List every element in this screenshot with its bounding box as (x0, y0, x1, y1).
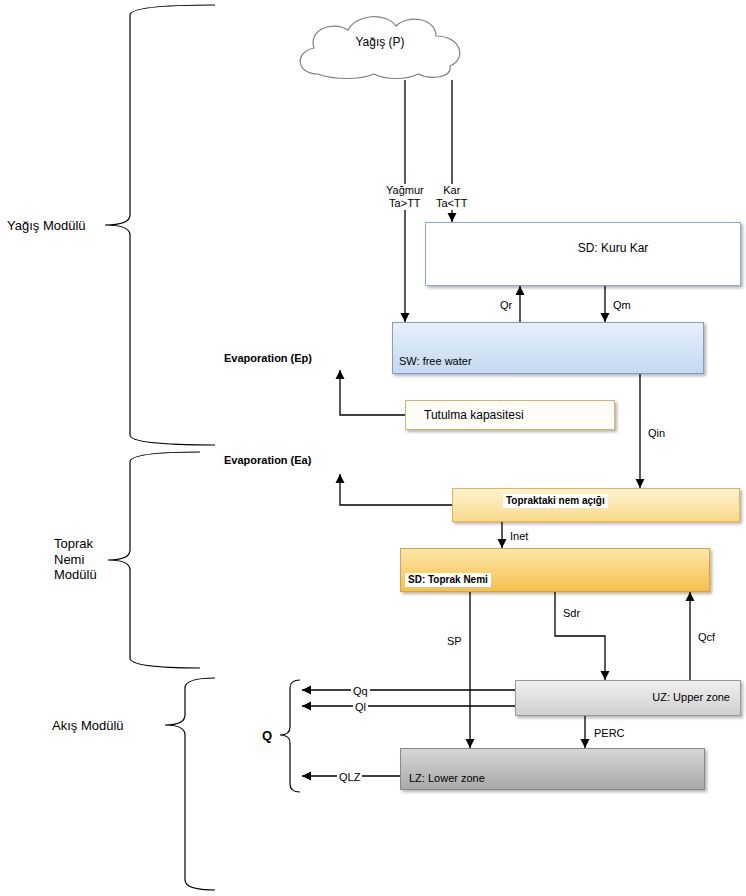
flow-label: Inet (508, 530, 530, 543)
free-water-box: SW: free water (392, 322, 704, 374)
flow-label: SP (445, 635, 464, 648)
box-label: SD: Toprak Nemi (405, 573, 491, 587)
soil-moisture-box: SD: Toprak Nemi (400, 548, 710, 592)
flow-arrow (689, 592, 690, 680)
flow-label-holder: Sdr (561, 603, 582, 621)
flow-label: Yağmur Ta>TT (384, 184, 426, 210)
outflow-arrow (302, 689, 515, 690)
module-brace (165, 678, 215, 890)
lower-zone-box: LZ: Lower zone (400, 748, 705, 790)
evaporation-label-holder: Evaporation (Ep) (222, 348, 314, 366)
outflow-label: Qq (351, 685, 370, 698)
cloud-shape (300, 17, 460, 79)
outflow-label-holder: QLZ (337, 767, 362, 785)
dry-snow-box: SD: Kuru Kar (425, 222, 741, 286)
outflow-label-holder: Qq (351, 681, 370, 699)
flow-arrow (639, 374, 640, 488)
module-label-holder: Yağış Modülü (5, 216, 88, 234)
flow-arrow (469, 592, 470, 748)
moisture-deficit-box: Topraktaki nem açığı (452, 488, 740, 522)
upper-zone-box: UZ: Upper zone (515, 680, 741, 716)
flow-label-holder: Qin (646, 423, 667, 441)
flow-arrow (555, 592, 605, 680)
box-label: SD: Kuru Kar (578, 241, 649, 255)
evaporation-arrow (340, 474, 452, 505)
cloud-label: Yağış (P) (355, 35, 404, 49)
box-label: Topraktaki nem açığı (503, 494, 608, 508)
outflow-total-label: Q (260, 728, 274, 744)
box-label: LZ: Lower zone (409, 772, 485, 785)
flow-label-holder: Kar Ta<TT (434, 184, 469, 211)
interception-box: Tutulma kapasitesi (405, 400, 615, 430)
flow-arrow (519, 286, 520, 322)
module-label: Yağış Modülü (5, 218, 88, 234)
flow-label-holder: Qcf (696, 627, 717, 645)
evaporation-arrow (340, 370, 405, 415)
module-label-holder: Akış Modülü (50, 716, 126, 734)
outflow-label-holder: Ql (353, 697, 368, 715)
flow-arrow (584, 716, 585, 748)
module-label: Akış Modülü (50, 718, 126, 734)
outflow-brace (280, 680, 300, 792)
box-label: Tutulma kapasitesi (424, 408, 524, 422)
flow-label-holder: Qr (498, 295, 514, 313)
flow-label: Kar Ta<TT (434, 184, 469, 210)
flow-label-holder: PERC (592, 723, 627, 741)
outflow-label: Ql (353, 701, 368, 714)
evaporation-label: Evaporation (Ea) (222, 454, 313, 467)
precipitation-cloud: Yağış (P) (290, 8, 470, 80)
outflow-total-label-holder: Q (260, 726, 274, 744)
box-label: UZ: Upper zone (652, 691, 730, 704)
flow-label-holder: Yağmur Ta>TT (384, 184, 426, 211)
flow-label: Qr (498, 299, 514, 312)
flow-label: PERC (592, 727, 627, 740)
flow-label: Qm (611, 299, 633, 312)
module-label: Toprak Nemi Modülü (52, 536, 99, 583)
flow-label: Qcf (696, 631, 717, 644)
flow-label: Sdr (561, 607, 582, 620)
module-label-holder: Toprak Nemi Modülü (52, 536, 99, 583)
module-brace (105, 5, 215, 445)
flow-arrow (501, 522, 502, 548)
outflow-arrow (302, 705, 515, 706)
box-label: SW: free water (399, 355, 472, 368)
flow-label-holder: Inet (508, 526, 530, 544)
flow-arrow (604, 286, 605, 322)
evaporation-label-holder: Evaporation (Ea) (222, 450, 313, 468)
outflow-label: QLZ (337, 771, 362, 784)
flow-label-holder: SP (445, 631, 464, 649)
module-brace (108, 452, 200, 668)
evaporation-label: Evaporation (Ep) (222, 352, 314, 365)
flow-label: Qin (646, 427, 667, 440)
flow-label-holder: Qm (611, 295, 633, 313)
